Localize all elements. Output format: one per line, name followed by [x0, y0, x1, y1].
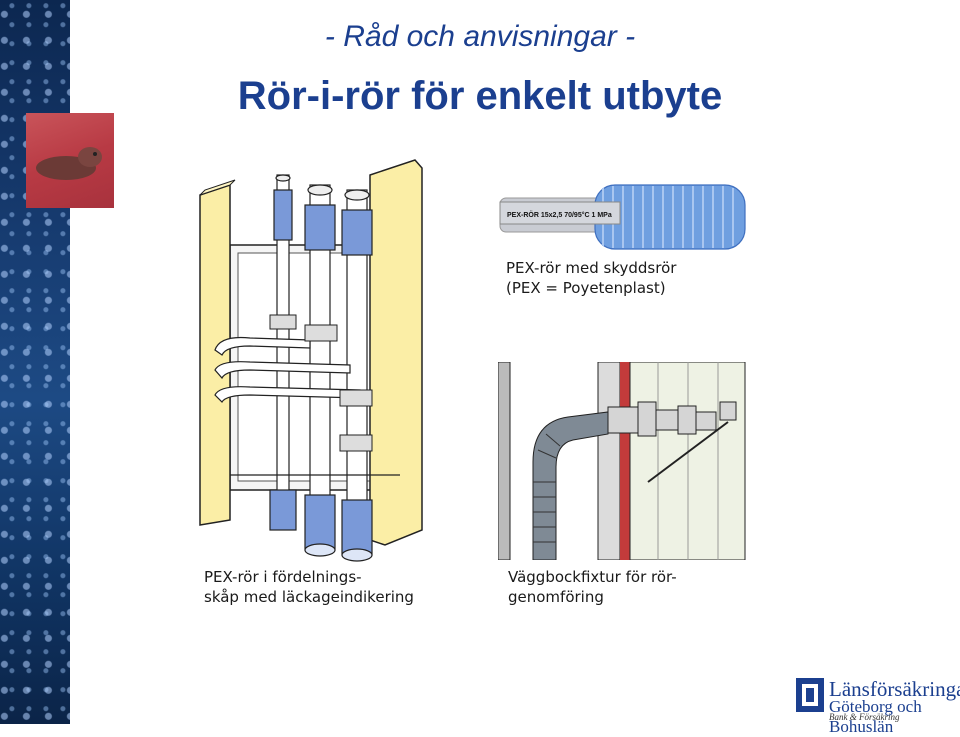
pipe-print-label: PEX-RÖR 15x2,5 70/95°C 1 MPa — [507, 210, 612, 219]
cabinet-caption: PEX-rör i fördelnings- skåp med läckagei… — [204, 568, 414, 606]
pipe-caption: PEX-rör med skyddsrör (PEX = Poyetenplas… — [506, 259, 677, 297]
lansforsakringar-logo-icon — [796, 678, 824, 712]
logo-tagline: Bank & Försäkring — [829, 712, 900, 722]
wall-fixture-illustration — [498, 362, 748, 560]
logo-name: Länsförsäkringar — [829, 677, 960, 701]
seal-icon — [36, 147, 102, 180]
wall-fixture-caption: Väggbockfixtur för rör- genomföring — [508, 568, 677, 606]
pex-pipe-with-sheath-illustration: PEX-RÖR 15x2,5 70/95°C 1 MPa — [499, 184, 746, 250]
page-title: Rör-i-rör för enkelt utbyte — [237, 74, 723, 118]
seal-photo — [26, 113, 114, 208]
page-subtitle: - Råd och anvisningar - — [324, 20, 636, 53]
distribution-cabinet-illustration — [199, 159, 423, 562]
